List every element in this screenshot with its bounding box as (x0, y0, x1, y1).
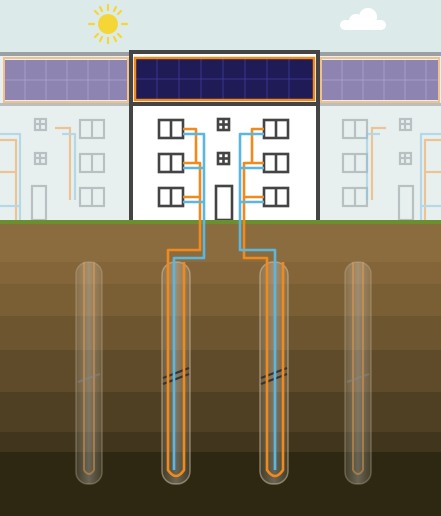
cloud-icon (340, 8, 386, 30)
building-door (214, 184, 234, 222)
soil-strata (0, 220, 441, 516)
grass-line (0, 220, 441, 224)
apartment-building (129, 50, 320, 224)
building-windows (157, 117, 290, 208)
supply-return-pipes (166, 127, 285, 478)
solar-panel-roof (133, 56, 316, 102)
sun-icon (87, 3, 129, 45)
faded-neighbor-buildings (0, 52, 441, 262)
